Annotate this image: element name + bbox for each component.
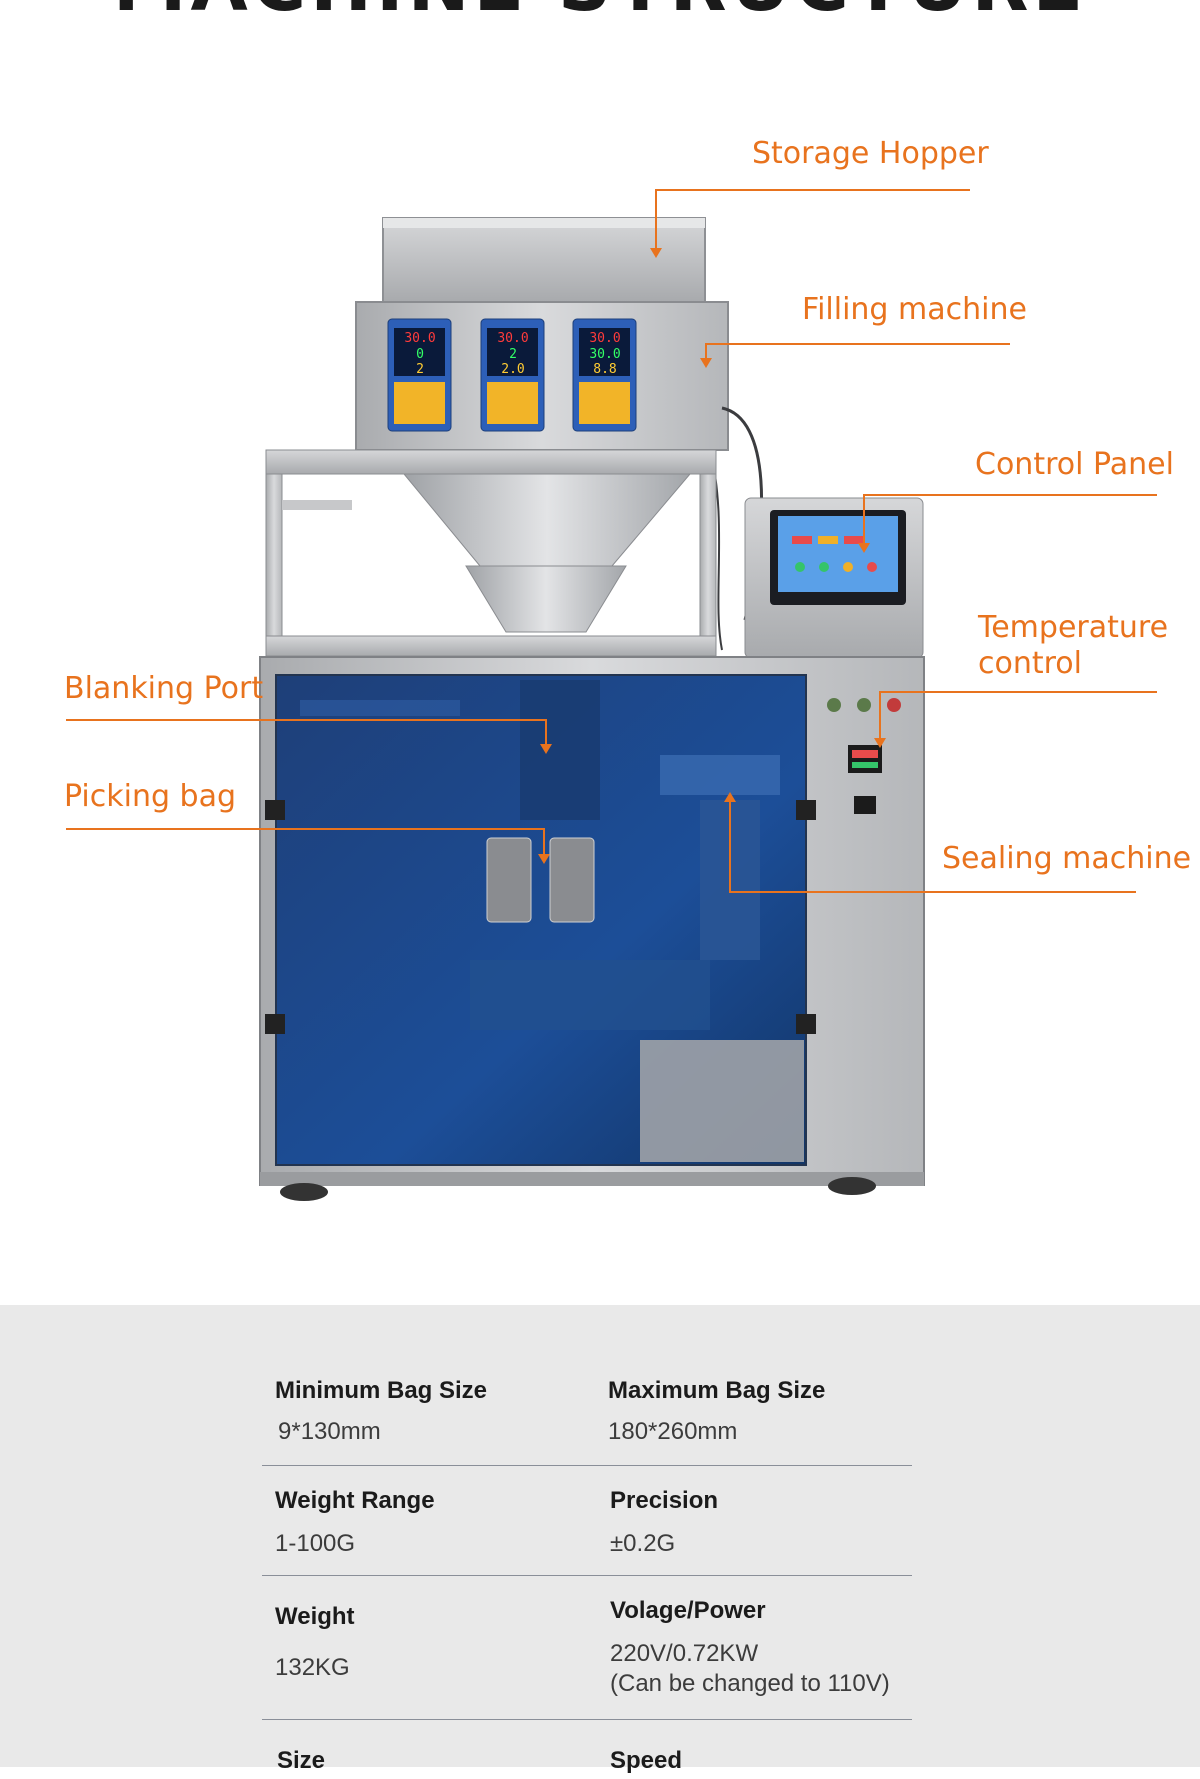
callout-filling-machine: Filling machine: [802, 292, 1027, 327]
spec-label: Weight Range: [275, 1487, 435, 1514]
control-panel-leader: [863, 494, 1157, 545]
callout-picking-bag: Picking bag: [64, 779, 237, 814]
svg-text:2.0: 2.0: [501, 362, 524, 377]
callout-storage-hopper: Storage Hopper: [752, 136, 989, 171]
spec-label: Volage/Power: [610, 1597, 766, 1624]
machine-structure-diagram: 30.0 0 2 30.0 2 2.0 30.0 30.0 8.8: [64, 136, 1192, 1201]
svg-text:0: 0: [416, 347, 424, 362]
spec-value: 9*130mm: [278, 1418, 381, 1445]
picking-bag-leader: [66, 828, 545, 856]
spec-value: 132KG: [275, 1654, 350, 1681]
control-panel-shape: [744, 497, 924, 659]
spec-value: 1-100G: [275, 1530, 356, 1557]
spec-row: Size Speed: [262, 1719, 912, 1779]
spec-value-note: (Can be changed to 110V): [610, 1670, 890, 1697]
packaging-machine-illustration: 30.0 0 2 30.0 2 2.0 30.0 30.0 8.8: [66, 189, 1157, 1201]
callout-sealing-machine: Sealing machine: [942, 841, 1192, 876]
callout-control-panel: Control Panel: [975, 447, 1174, 482]
svg-text:30.0: 30.0: [589, 347, 620, 362]
spec-value: 180*260mm: [608, 1418, 738, 1445]
svg-text:2: 2: [509, 347, 517, 362]
spec-label: Maximum Bag Size: [608, 1377, 826, 1404]
spec-value: 220V/0.72KW: [610, 1640, 759, 1667]
spec-row: Weight Range 1-100G Precision ±0.2G: [262, 1465, 912, 1576]
svg-text:30.0: 30.0: [589, 331, 620, 346]
spec-label: Weight: [275, 1603, 355, 1630]
spec-value: ±0.2G: [610, 1530, 676, 1557]
sealing-machine-leader: [729, 800, 1136, 893]
svg-text:30.0: 30.0: [497, 331, 528, 346]
weigh-display-3: 30.0 30.0 8.8: [572, 318, 637, 432]
filling-machine-shape: 30.0 0 2 30.0 2 2.0 30.0 30.0 8.8: [355, 301, 764, 651]
svg-text:30.0: 30.0: [404, 331, 435, 346]
main-cabinet-shape: [259, 656, 925, 1201]
callout-temperature-control: Temperature control: [978, 610, 1169, 681]
specifications-panel: Minimum Bag Size 9*130mm Maximum Bag Siz…: [0, 1305, 1200, 1774]
spec-row: Minimum Bag Size 9*130mm Maximum Bag Siz…: [262, 1365, 912, 1466]
weigh-display-1: 30.0 0 2: [387, 318, 452, 432]
leader-lines: [66, 189, 1157, 893]
storage-hopper-shape: [382, 217, 706, 303]
frame-and-funnel: [265, 449, 717, 657]
weigh-display-2: 30.0 2 2.0: [480, 318, 545, 432]
spec-label: Minimum Bag Size: [275, 1377, 488, 1404]
svg-text:2: 2: [416, 362, 424, 377]
filling-machine-leader: [705, 343, 1010, 360]
svg-text:8.8: 8.8: [593, 362, 616, 377]
temperature-control-leader: [879, 691, 1157, 740]
spec-label: Speed: [610, 1747, 683, 1774]
spec-label: Precision: [610, 1487, 719, 1514]
spec-label: Size: [277, 1747, 326, 1774]
storage-hopper-leader: [655, 189, 970, 250]
spec-row: Weight 132KG Volage/Power 220V/0.72KW (C…: [262, 1575, 912, 1720]
callout-blanking-port: Blanking Port: [64, 671, 264, 706]
blanking-port-leader: [66, 719, 547, 746]
page-heading: MACHINE STRUCTURE: [0, 0, 1200, 22]
